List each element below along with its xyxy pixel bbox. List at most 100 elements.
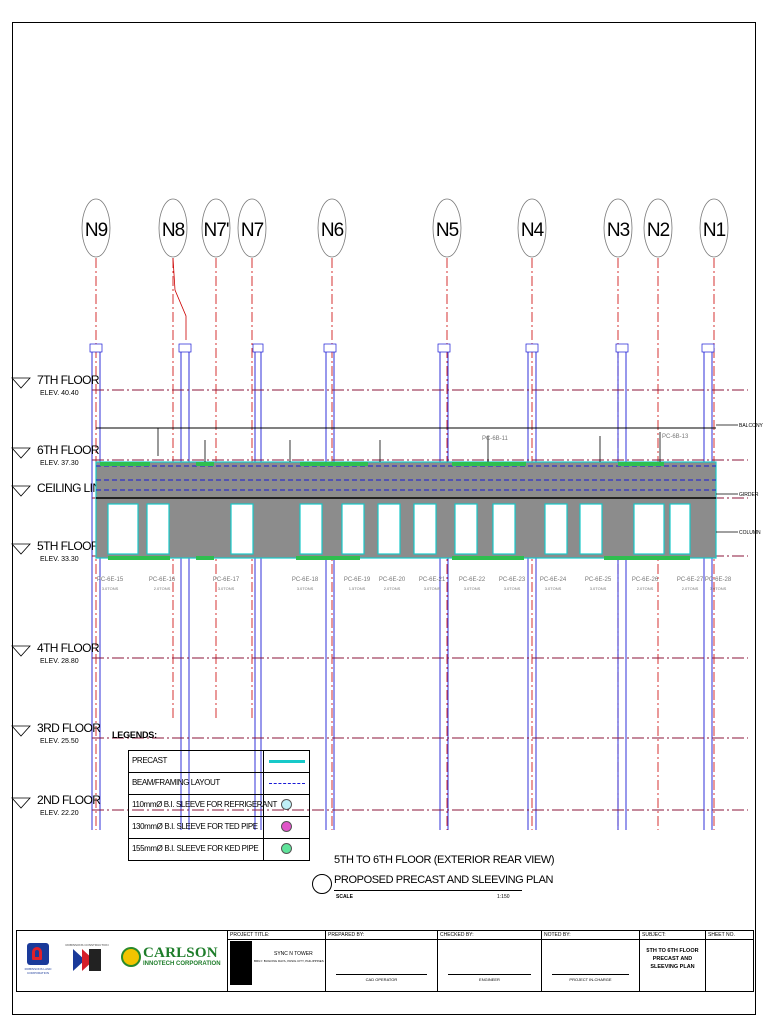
floor-label-5: 4TH FLOOR bbox=[37, 641, 100, 655]
subject-label: SUBJECT: bbox=[642, 932, 666, 938]
project-cell-rule bbox=[228, 939, 325, 940]
window-opening bbox=[107, 503, 139, 555]
floor-elev-4: ELEV. 33.30 bbox=[40, 556, 79, 563]
drawing-title-line2: PROPOSED PRECAST AND SLEEVING PLAN bbox=[334, 874, 554, 886]
level-marker bbox=[11, 377, 31, 389]
panel-weight-10: 3.0TONS bbox=[545, 586, 562, 591]
legend-symbol-cell bbox=[263, 795, 310, 816]
grid-bubble bbox=[517, 198, 547, 258]
carlson-emblem bbox=[121, 947, 141, 967]
window-opening bbox=[492, 503, 516, 555]
panel-weight-12: 2.0TONS bbox=[637, 586, 654, 591]
sleeve-strip-top bbox=[452, 462, 526, 466]
project-cell: PROJECT TITLE: SYNC N TOWER BRGY. BUGONG… bbox=[227, 931, 325, 991]
legend-label: 110mmØ B.I. SLEEVE FOR REFRIGERANT bbox=[132, 800, 277, 809]
grid-label-3: N7' bbox=[204, 220, 229, 241]
legend-row: 110mmØ B.I. SLEEVE FOR REFRIGERANT bbox=[129, 794, 309, 816]
grid-label-7: N4 bbox=[521, 220, 545, 241]
noted-role: PROJECT IN-CHARGE bbox=[569, 977, 612, 982]
grid-bubble bbox=[158, 198, 188, 258]
prepared-signature-line bbox=[336, 974, 427, 975]
column-cap bbox=[89, 343, 103, 353]
sheet-cell: SHEET NO. bbox=[705, 931, 753, 991]
side-label-column: COLUMN bbox=[739, 530, 761, 536]
level-marker bbox=[11, 725, 31, 737]
panel-weight-4: 3.0TONS bbox=[297, 586, 314, 591]
window-opening bbox=[146, 503, 170, 555]
precast-panel-band bbox=[95, 427, 717, 560]
level-marker bbox=[11, 485, 31, 497]
floor-elev-6: ELEV. 25.50 bbox=[40, 738, 79, 745]
grid-bubble bbox=[603, 198, 633, 258]
grid-bubble bbox=[643, 198, 673, 258]
grid-bubble bbox=[237, 198, 267, 258]
drawing-title-marker bbox=[312, 874, 332, 894]
project-title-label: PROJECT TITLE: bbox=[230, 932, 270, 938]
sleeve-strip-bottom bbox=[196, 556, 214, 560]
sheet-cell-rule bbox=[706, 939, 753, 940]
grid-label-5: N6 bbox=[321, 220, 344, 241]
grid-label-10: N1 bbox=[703, 220, 726, 241]
grid-label-1: N9 bbox=[85, 220, 108, 241]
grid-bubble bbox=[201, 198, 231, 258]
precast-band-outline bbox=[95, 461, 717, 559]
sleeve-strip-bottom bbox=[452, 556, 524, 560]
panel-id-12: PC-6E-26 bbox=[632, 577, 659, 583]
panel-weight-8: 3.0TONS bbox=[464, 586, 481, 591]
level-marker bbox=[11, 797, 31, 809]
floor-elev-2: ELEV. 37.30 bbox=[40, 460, 79, 467]
legend-solid-line bbox=[269, 760, 305, 763]
subject-cell-rule bbox=[640, 939, 705, 940]
floor-label-4: 5TH FLOOR bbox=[37, 539, 100, 553]
grid-bubble bbox=[81, 198, 111, 258]
grid-label-2: N8 bbox=[162, 220, 185, 241]
project-name: SYNC N TOWER bbox=[274, 951, 313, 957]
scale-label: SCALE bbox=[336, 894, 353, 900]
floor-label-7: 2ND FLOOR bbox=[37, 793, 101, 807]
window-opening bbox=[230, 503, 254, 555]
drawing-title-line1: 5TH TO 6TH FLOOR (EXTERIOR REAR VIEW) bbox=[334, 854, 555, 866]
panel-weight-5: 1.5TONS bbox=[349, 586, 366, 591]
checked-role: ENGINEER bbox=[479, 977, 500, 982]
sleeve-strip-top bbox=[618, 462, 664, 466]
grid-bubble bbox=[699, 198, 729, 258]
logo-area: ROBINSONS LAND CORPORATION ROBINSONS CON… bbox=[17, 931, 227, 991]
column-cap bbox=[323, 343, 337, 353]
column-cap bbox=[615, 343, 629, 353]
window-opening bbox=[669, 503, 691, 555]
floor-label-2: 6TH FLOOR bbox=[37, 443, 100, 457]
grid-label-6: N5 bbox=[436, 220, 459, 241]
column-cap bbox=[178, 343, 192, 353]
panel-weight-2: 2.0TONS bbox=[154, 586, 171, 591]
grid-label-9: N2 bbox=[647, 220, 670, 241]
side-label-balcony: BALCONY bbox=[739, 423, 764, 429]
checked-signature-line bbox=[448, 974, 531, 975]
level-marker bbox=[11, 645, 31, 657]
panel-id-10: PC-6E-24 bbox=[540, 577, 567, 583]
level-marker bbox=[11, 447, 31, 459]
drawing-title-rule bbox=[334, 890, 522, 891]
legend-symbol-cell bbox=[263, 751, 310, 772]
panel-weight-7: 3.0TONS bbox=[424, 586, 441, 591]
sleeve-strip-top bbox=[196, 462, 214, 466]
panel-weight-13: 2.0TONS bbox=[682, 586, 699, 591]
subject-cell: SUBJECT: 5TH TO 6TH FLOOR PRECAST AND SL… bbox=[639, 931, 705, 991]
legend-label: 155mmØ B.I. SLEEVE FOR KED PIPE bbox=[132, 844, 259, 853]
rlc-icon bbox=[27, 943, 49, 965]
column-cap bbox=[525, 343, 539, 353]
window-opening bbox=[341, 503, 365, 555]
rcm-icon bbox=[73, 949, 101, 971]
level-marker bbox=[11, 543, 31, 555]
legend-label: BEAM/FRAMING LAYOUT bbox=[132, 778, 220, 787]
sleeve-strip-bottom bbox=[296, 556, 360, 560]
grid-label-8: N3 bbox=[607, 220, 630, 241]
noted-cell-rule bbox=[542, 939, 639, 940]
scale-value: 1:150 bbox=[497, 894, 510, 900]
panel-weight-11: 3.0TONS bbox=[590, 586, 607, 591]
sheet-label: SHEET NO. bbox=[708, 932, 735, 938]
noted-signature-line bbox=[552, 974, 629, 975]
window-opening bbox=[299, 503, 323, 555]
window-opening bbox=[544, 503, 568, 555]
